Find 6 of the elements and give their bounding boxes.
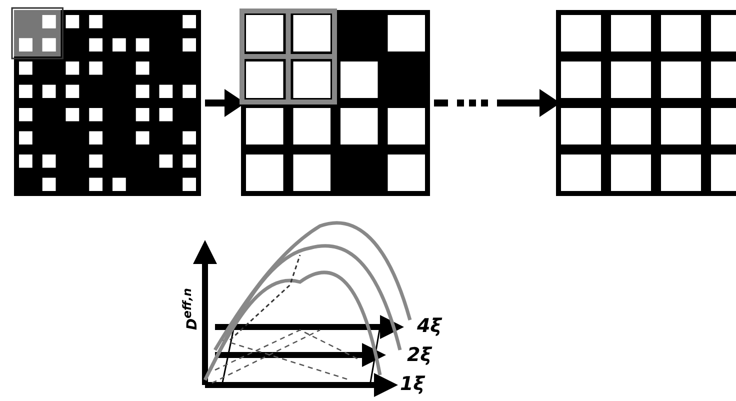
- axis-label: 1ξ: [400, 375, 424, 394]
- grid-drawing: [556, 10, 736, 196]
- axis-label: 2ξ: [407, 346, 432, 365]
- grid-drawing: [14, 10, 201, 196]
- grid-drawing: [241, 10, 430, 196]
- axis-label: 4ξ: [417, 317, 442, 336]
